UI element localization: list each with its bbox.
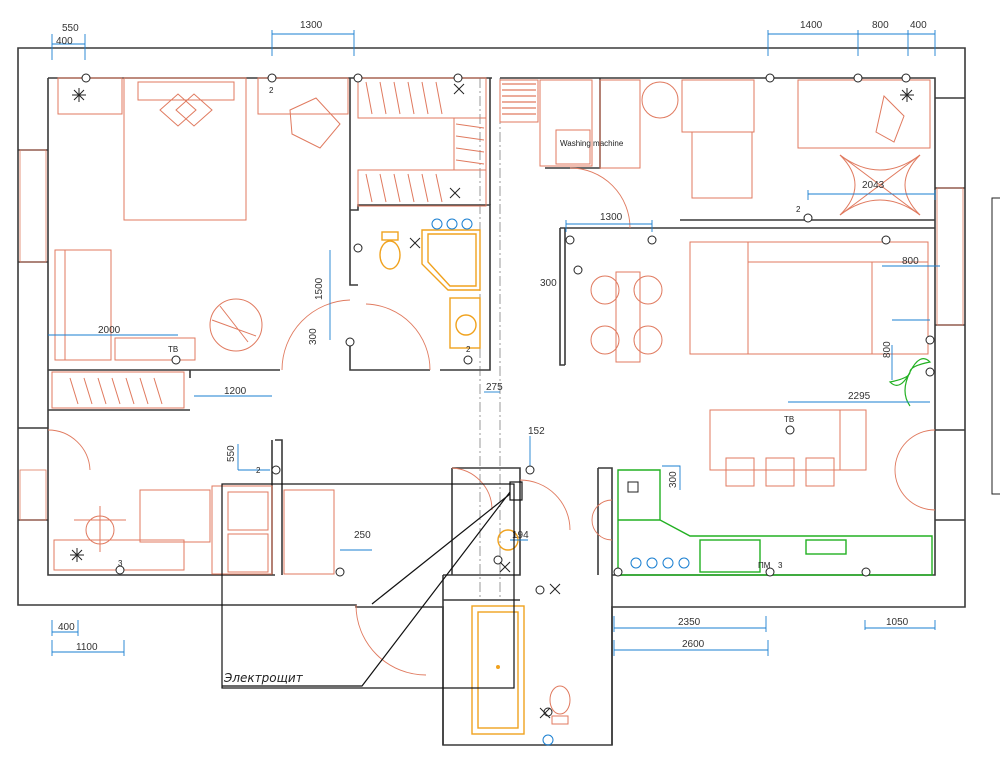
socket — [543, 707, 553, 717]
dim-550-left: 550 — [226, 445, 237, 462]
sockets: 2 2 ТВ 2 ТВ 2 3 ПМ 3 — [81, 73, 935, 717]
socket — [647, 235, 657, 245]
socket-count: 2 — [256, 466, 261, 475]
electrical-panel-label: Электрощит — [223, 671, 304, 685]
dimension-lines — [48, 30, 940, 656]
socket — [901, 73, 911, 83]
dim-1400: 1400 — [800, 20, 823, 31]
socket — [785, 425, 795, 435]
socket — [115, 565, 125, 575]
socket — [463, 355, 473, 365]
dim-1500: 1500 — [314, 277, 325, 300]
dim-1100: 1100 — [76, 642, 98, 653]
dimension-labels: 550 400 1300 1400 800 400 2043 1300 800 … — [56, 20, 927, 653]
bathroom-1 — [379, 218, 481, 349]
socket — [353, 73, 363, 83]
dim-550: 550 — [62, 23, 79, 34]
dim-300-a: 300 — [540, 278, 557, 289]
laundry: Washing machine — [499, 79, 641, 169]
socket-count: 3 — [118, 559, 123, 568]
dim-2000: 2000 — [98, 325, 121, 336]
socket — [765, 73, 775, 83]
dim-1300-top: 1300 — [300, 20, 323, 31]
socket — [535, 585, 545, 595]
socket — [853, 73, 863, 83]
socket-count: 2 — [466, 345, 471, 354]
dim-1300: 1300 — [600, 212, 623, 223]
socket — [525, 465, 535, 475]
interior-walls — [48, 78, 935, 745]
socket — [881, 235, 891, 245]
socket — [565, 235, 575, 245]
dim-300-c: 300 — [668, 471, 679, 488]
socket — [925, 335, 935, 345]
socket — [335, 567, 345, 577]
dim-400-bottom: 400 — [58, 622, 75, 633]
socket-count: 2 — [796, 205, 801, 214]
living-furniture — [590, 79, 932, 487]
bathroom-2 — [471, 529, 571, 746]
dim-250: 250 — [354, 530, 371, 541]
bedroom-furniture — [51, 77, 349, 409]
socket — [453, 73, 463, 83]
dim-2043: 2043 — [862, 180, 885, 191]
ceiling-lights — [70, 83, 914, 719]
dim-1050: 1050 — [886, 617, 909, 628]
tv-label-living: ТВ — [784, 415, 794, 424]
dim-400-top: 400 — [56, 36, 73, 47]
dim-152: 152 — [528, 426, 545, 437]
dim-800-top: 800 — [872, 20, 889, 31]
dim-1200: 1200 — [224, 386, 247, 397]
socket-count: 2 — [269, 86, 274, 95]
socket — [925, 367, 935, 377]
socket — [345, 337, 355, 347]
dim-275: 275 — [486, 382, 503, 393]
pm-label: ПМ — [758, 561, 771, 570]
dim-2600: 2600 — [682, 639, 705, 650]
socket — [613, 567, 623, 577]
kitchen — [617, 469, 933, 576]
legend-frame — [991, 197, 1000, 495]
socket — [765, 567, 775, 577]
socket-count: 3 — [778, 561, 783, 570]
tv-label-bedroom: ТВ — [168, 345, 178, 354]
washer-label: Washing machine — [560, 139, 624, 148]
dim-800: 800 — [902, 256, 919, 267]
closet-furniture — [357, 77, 487, 207]
electrical-panel-callout: Электрощит — [221, 481, 523, 689]
socket — [861, 567, 871, 577]
socket — [81, 73, 91, 83]
dim-800-b: 800 — [882, 341, 893, 358]
socket — [573, 265, 583, 275]
doors — [47, 167, 936, 676]
socket — [171, 355, 181, 365]
socket — [271, 465, 281, 475]
socket — [803, 213, 813, 223]
dim-194: 194 — [512, 530, 529, 541]
study-furniture — [53, 485, 335, 575]
socket — [267, 73, 277, 83]
dim-2295: 2295 — [848, 391, 871, 402]
dim-400-right: 400 — [910, 20, 927, 31]
dim-2350: 2350 — [678, 617, 701, 628]
socket — [353, 243, 363, 253]
dim-300-b: 300 — [308, 328, 319, 345]
